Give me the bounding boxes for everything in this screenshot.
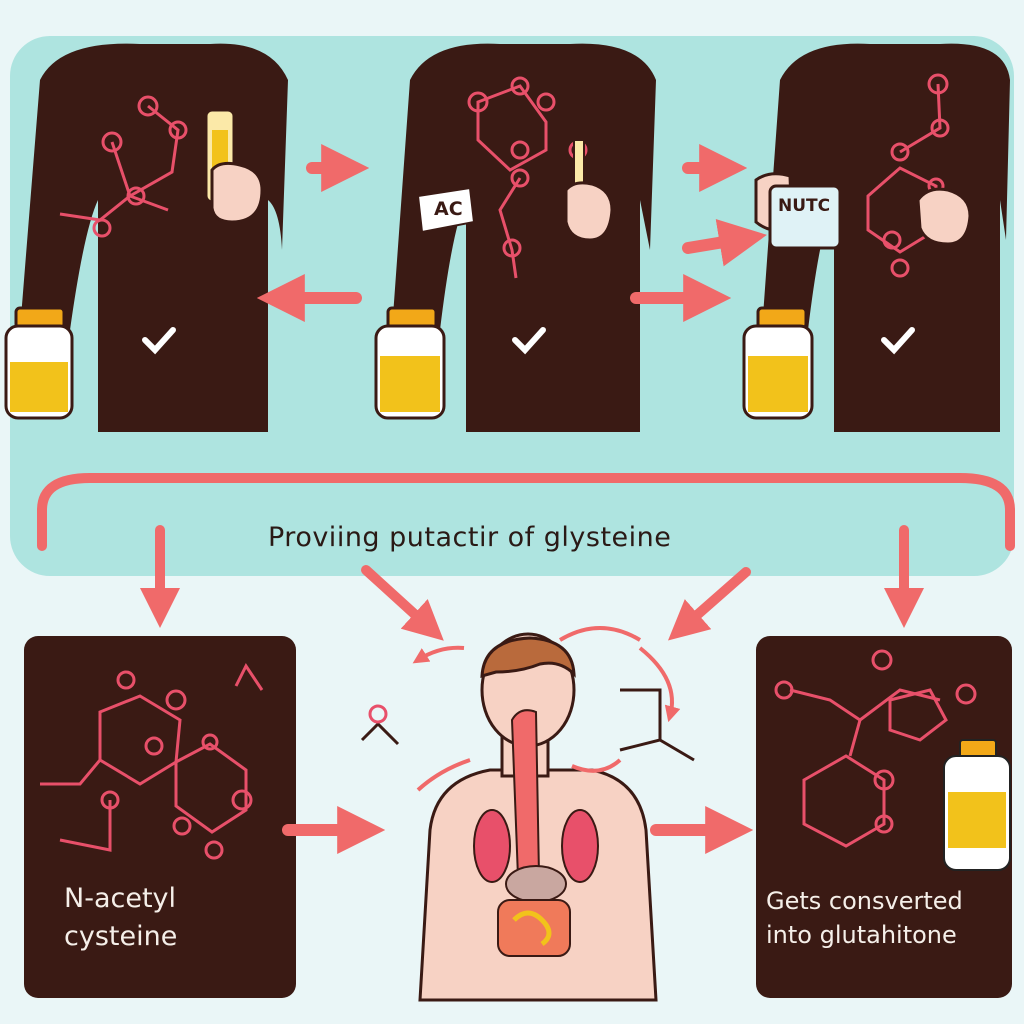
- human-body-figure: [418, 632, 658, 1002]
- right-box-bottle: [943, 739, 1011, 871]
- right-box-molecule: [774, 649, 977, 848]
- loop-arrow: [37, 473, 1015, 641]
- nutc-container: [768, 184, 842, 250]
- left-box-label: N-acetyl cysteine: [64, 880, 294, 956]
- top-arrows: [256, 144, 767, 322]
- ac-card: [416, 186, 476, 234]
- left-box: [24, 636, 296, 998]
- right-box-label: Gets consverted into glutahitone: [766, 884, 1006, 952]
- torso-figure-3: [762, 43, 1010, 433]
- bottle-2: [374, 306, 446, 420]
- bottle-3: [742, 306, 814, 420]
- right-box-label-line2: into glutahitone: [766, 921, 957, 949]
- hand-vial-1: [204, 108, 264, 224]
- left-box-label-line1: N-acetyl: [64, 883, 177, 914]
- right-box-label-line1: Gets consverted: [766, 887, 963, 915]
- diagram-title: Proviing putactir of glysteine: [268, 522, 672, 553]
- left-box-label-line2: cysteine: [64, 921, 178, 952]
- hand-vial-2: [564, 139, 614, 242]
- ac-tag: AC: [434, 198, 463, 220]
- side-molecules: [360, 688, 695, 762]
- cycle-arrows: [412, 626, 681, 792]
- molecule-1: [59, 95, 188, 238]
- torso-figure-2: [392, 43, 656, 433]
- left-box-molecule: [40, 663, 264, 860]
- nutc-tag: NUTC: [778, 196, 831, 216]
- bottle-1: [4, 306, 74, 420]
